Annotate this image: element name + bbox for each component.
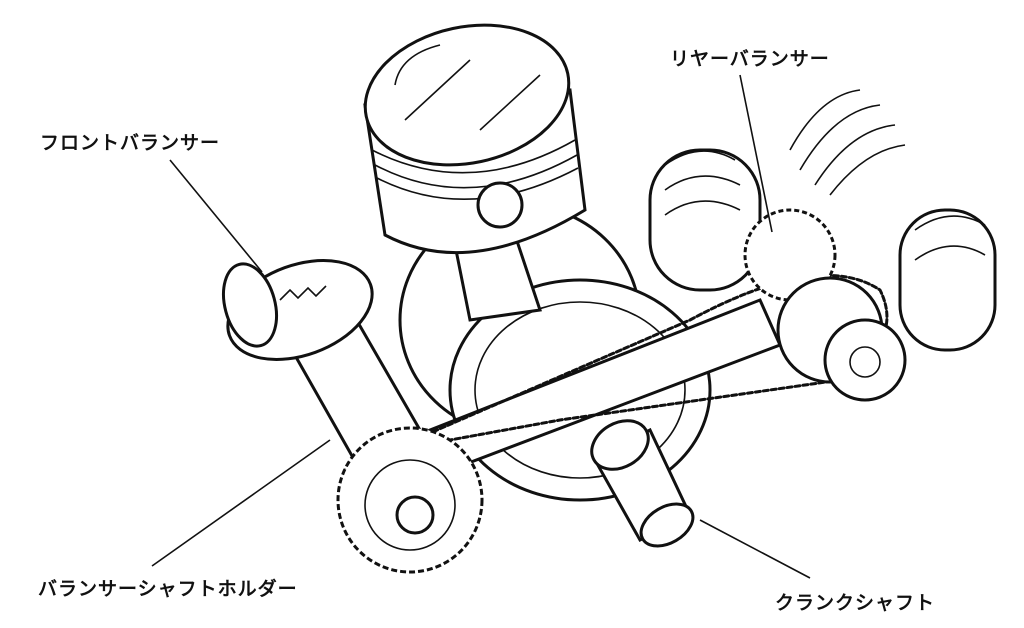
label-rear-balancer: リヤーバランサー <box>670 48 830 70</box>
crankshaft-stub <box>590 419 695 548</box>
leader-line-shaft-holder <box>151 439 331 567</box>
label-front-balancer: フロントバランサー <box>40 132 221 154</box>
piston <box>363 23 587 255</box>
label-balancer-shaft-holder: バランサーシャフトホルダー <box>38 578 298 600</box>
rear-crank-cylinders <box>648 89 997 352</box>
leader-line-rear-balancer <box>739 74 773 233</box>
label-crankshaft: クランクシャフト <box>775 592 936 614</box>
rear-sprocket <box>743 208 907 402</box>
front-sprocket <box>336 426 484 574</box>
leader-line-crankshaft <box>699 519 811 579</box>
leader-line-front-balancer <box>169 159 263 273</box>
front-balancer-shaft <box>222 259 423 473</box>
